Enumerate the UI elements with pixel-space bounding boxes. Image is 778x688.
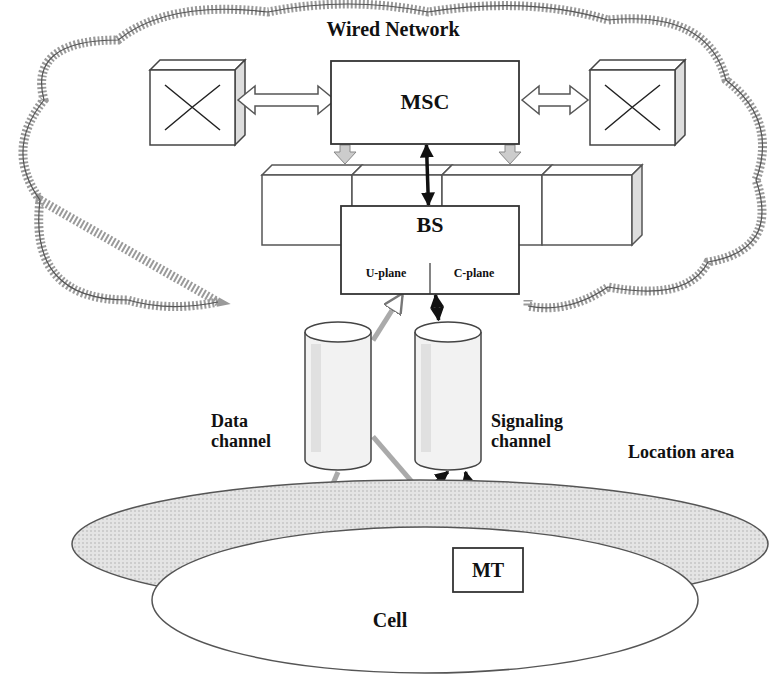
node-label: Signaling channel <box>491 412 587 452</box>
node-label: U-plane <box>344 267 428 280</box>
node-label: Data channel <box>211 412 297 452</box>
ellipse-outline <box>150 525 700 675</box>
connector-arrow <box>373 295 402 340</box>
wide-arrow <box>238 86 335 114</box>
node-label: BS <box>340 213 520 237</box>
node-label: Location area <box>625 442 771 464</box>
node-label: MSC <box>395 90 456 114</box>
ellipse-node: Location areaCellMT <box>70 478 770 610</box>
switch-box <box>150 60 245 145</box>
node-label: MT <box>466 559 510 581</box>
connector-arrow <box>426 145 428 205</box>
cyl-node: Signaling channel <box>413 320 483 472</box>
cyl-node: Data channel <box>303 320 373 472</box>
bs-node: BS U-plane C-plane <box>340 205 520 295</box>
cloud-node: Wired NetworkMSC BS U-plane C-plane <box>8 0 770 320</box>
node-box: MSC <box>330 60 520 145</box>
node-label: Wired Network <box>308 18 478 40</box>
ellipse-node: Cell <box>150 525 700 675</box>
wide-arrow <box>522 86 588 114</box>
node-label: C-plane <box>432 267 516 280</box>
wide-arrow <box>334 145 521 164</box>
cyl-outline <box>413 320 483 472</box>
cyl-outline <box>303 320 373 472</box>
connector-arrow <box>436 295 439 320</box>
switch-box <box>590 60 685 145</box>
node-box: MT <box>452 547 524 593</box>
node-label: Cell <box>350 609 430 631</box>
